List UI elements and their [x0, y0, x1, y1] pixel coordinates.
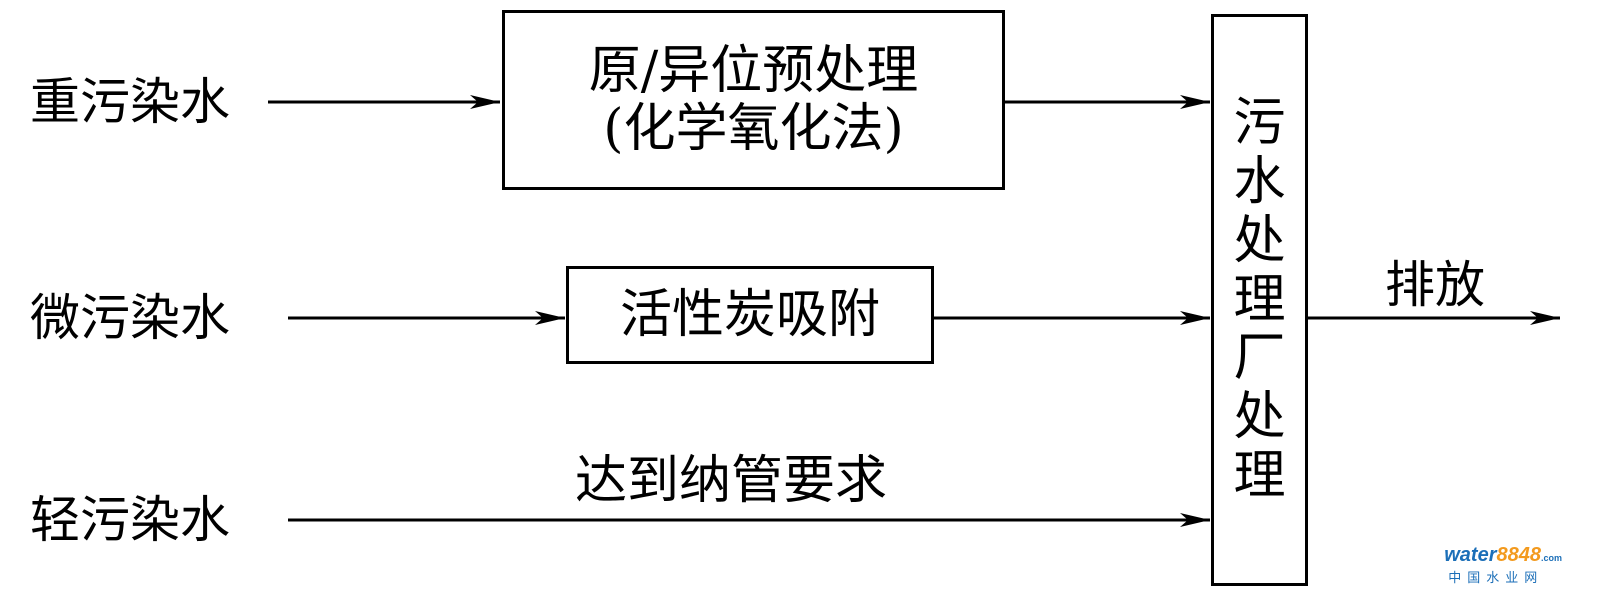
watermark-brand-a: water	[1444, 544, 1497, 566]
discharge-label: 排放	[1385, 256, 1485, 314]
watermark-brand-suffix: .com	[1540, 553, 1562, 563]
sewage-plant-label: 污水处理厂处理	[1233, 93, 1286, 506]
watermark-subtitle: 中国水业网	[1448, 570, 1544, 585]
input-light-pollution: 轻污染水	[30, 491, 230, 549]
requirement-label: 达到纳管要求	[575, 451, 888, 511]
activated-carbon-label: 活性炭吸附	[619, 284, 880, 345]
input-heavy-pollution: 重污染水	[30, 73, 230, 131]
activated-carbon-box: 活性炭吸附	[566, 266, 934, 364]
pretreatment-title: 原/异位预处理	[588, 40, 919, 101]
sewage-plant-box: 污水处理厂处理	[1211, 14, 1308, 586]
input-micro-pollution: 微污染水	[30, 289, 230, 347]
pretreatment-method: (化学氧化法)	[603, 99, 904, 159]
watermark-brand-b: 8848	[1496, 544, 1541, 566]
pretreatment-box: 原/异位预处理 (化学氧化法)	[502, 10, 1005, 190]
watermark-logo: water8848.com 中国水业网	[1444, 544, 1562, 586]
